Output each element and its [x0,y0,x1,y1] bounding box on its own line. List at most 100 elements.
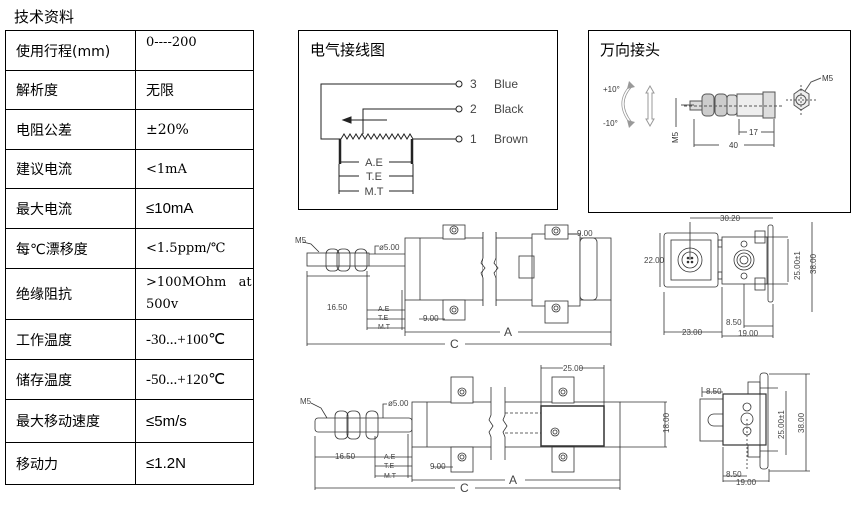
terminal-1-icon [455,135,463,143]
table-row: 解析度无限 [5,70,254,110]
pin-2-number: 2 [470,102,477,116]
spec-value: ≤5m/s [135,399,254,443]
pin-2-color: Black [494,102,524,116]
table-row: 电阻公差±20% [5,109,254,150]
spec-label: 移动力 [5,442,136,485]
table-row: 储存温度-50...+120℃ [5,359,254,400]
dim-19-00: 19.00 [738,329,759,338]
dim-a: A [509,473,517,487]
end-view-top: 30.20 22.00 23.00 8.50 19.00 25.00±1 38.… [644,214,818,338]
rod-diameter: ø5.00 [379,243,400,252]
pin-3-number: 3 [470,77,477,91]
spec-table: 使用行程(mm)0----200 解析度无限 电阻公差±20% 建议电流<1mA… [5,30,254,485]
terminal-3-icon [455,80,463,88]
wiring-diagram: 3 Blue 2 Black 1 Brown A.E T.E M.T [320,77,528,198]
dim-25-00: 25.00±1 [777,410,786,439]
spec-label: 建议电流 [5,149,136,189]
dim-16-50: 16.50 [327,303,348,312]
universal-joint-drawing: +10° -10° M5 M5 17 40 [603,74,834,150]
table-row: 最大移动速度≤5m/s [5,399,254,443]
dim-40: 40 [729,141,738,150]
dim-38-00: 38.00 [809,253,818,274]
spec-label: 储存温度 [5,359,136,400]
rod-diameter: ø5.00 [388,399,409,408]
pin-3-color: Blue [494,77,518,91]
dim-8-50: 8.50 [726,318,742,327]
thread-side-label: M5 [671,131,680,143]
dim-8-50-bottom: 8.50 [726,470,742,479]
spec-value: -30...+100℃ [135,319,254,360]
dim-19-00: 19.00 [736,478,757,487]
table-row: 工作温度-30...+100℃ [5,319,254,360]
spec-value: ≤10mA [135,188,254,229]
spec-label: 绝缘阻抗 [5,268,136,320]
table-row: 绝缘阻抗>100MOhm at 500v [5,268,254,320]
spec-label: 最大移动速度 [5,399,136,443]
spec-value: >100MOhm at 500v [135,268,254,320]
spec-value: <1mA [135,149,254,189]
page-title: 技术资料 [14,8,75,26]
dim-22-00: 22.00 [644,256,665,265]
wiring-diagram-title: 电气接线图 [310,41,386,59]
dim-25-00: 25.00 [563,364,584,373]
vertical-arrow-icon [645,84,655,128]
table-row: 建议电流<1mA [5,149,254,189]
spec-label: 使用行程(mm) [5,30,136,71]
dim-a: A [504,325,512,339]
dim-ae: A.E [378,306,390,313]
spec-value: 0----200 [135,30,254,71]
end-view-bottom: 8.50 8.50 19.00 25.00±1 38.00 [699,372,810,487]
wiring-diagram-panel: 电气接线图 3 Blue 2 Black 1 Brown A.E T.E [298,30,558,210]
wire-2 [362,108,456,134]
universal-joint-panel: 万向接头 +10° -10° M5 M5 17 40 [588,30,851,213]
dim-9-00-mount: 9.00 [423,314,439,323]
table-row: 每℃漂移度<1.5ppm/℃ [5,228,254,269]
spec-label: 电阻公差 [5,109,136,150]
sensor-drawing-bottom: M5 ø5.00 16.50 9.00 25.00 18.00 A.E T.E … [300,364,671,495]
dim-mt: M.T [384,473,397,480]
spec-label: 解析度 [5,70,136,110]
angle-minus: -10° [603,119,618,128]
spec-value: ±20% [135,109,254,150]
resistor-icon [340,133,414,140]
thread-label: M5 [300,397,312,406]
spec-label: 每℃漂移度 [5,228,136,269]
dim-16-50: 16.50 [335,452,356,461]
dim-38-00: 38.00 [797,412,806,433]
universal-joint-title: 万向接头 [600,41,661,59]
dim-17: 17 [749,128,758,137]
thread-label: M5 [822,74,834,83]
table-row: 使用行程(mm)0----200 [5,30,254,71]
dim-mt: M.T [365,186,384,198]
dim-te: T.E [366,171,382,183]
sensor-drawing-top: M5 ø5.00 16.50 9.00 9.00 A.E T.E M.T A C [295,224,612,351]
dim-ae: A.E [384,454,396,461]
thread-label: M5 [295,236,307,245]
dim-c: C [450,337,459,351]
spec-value: 无限 [135,70,254,110]
dim-30-20: 30.20 [720,214,741,223]
dim-te: T.E [378,315,388,322]
spec-value: ≤1.2N [135,442,254,485]
dim-9-00-carriage: 9.00 [577,229,593,238]
dim-te: T.E [384,463,394,470]
dim-18-00: 18.00 [662,412,671,433]
spec-value: <1.5ppm/℃ [135,228,254,269]
spec-label: 工作温度 [5,319,136,360]
dim-ae: A.E [365,157,383,169]
spec-label: 最大电流 [5,188,136,229]
dim-c: C [460,481,469,495]
dim-23-00: 23.00 [682,328,703,337]
dim-8-50-top: 8.50 [706,387,722,396]
table-row: 移动力≤1.2N [5,442,254,485]
table-row: 最大电流≤10mA [5,188,254,229]
angle-plus: +10° [603,85,620,94]
terminal-2-icon [455,105,463,113]
dim-mt: M.T [378,324,391,331]
pin-1-color: Brown [494,132,528,146]
wire-3 [320,83,456,140]
dim-9-00-mount: 9.00 [430,462,446,471]
dim-25-00: 25.00±1 [793,251,802,280]
spec-value: -50...+120℃ [135,359,254,400]
pin-1-number: 1 [470,132,477,146]
